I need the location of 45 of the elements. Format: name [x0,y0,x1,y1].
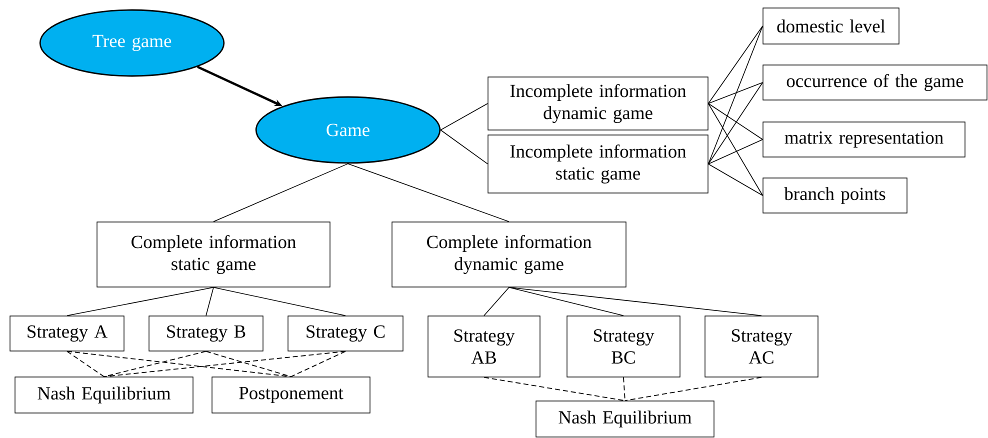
process-box: Complete information dynamic game [392,222,626,288]
connector-line [290,350,346,378]
connector-line [213,163,348,222]
connector-line [348,163,510,222]
ellipse-node: Game [255,96,441,164]
process-box: Postponement [212,376,370,414]
connector-line [213,286,346,316]
connector-line [508,286,624,316]
connector-line [708,103,764,196]
process-box: Strategy C [288,316,404,352]
process-box: Strategy AC [704,316,818,378]
process-box: Nash Equilibrium [14,376,194,414]
process-box: Complete information static game [96,222,330,288]
ellipse-node: Tree game [39,9,225,77]
process-box: Strategy BC [566,316,680,378]
connector-line [484,376,626,402]
connector-line [708,164,764,196]
connector-line [624,376,762,402]
connector-line [104,350,346,378]
process-box: Strategy A [10,316,124,352]
connector-line [440,103,488,130]
connector-line [66,350,104,378]
connector-line [708,103,764,140]
connector-line [66,350,292,378]
process-box: matrix representation [762,122,966,158]
connector-line [206,350,292,378]
connector-line [708,82,764,104]
process-box: Nash Equilibrium [536,400,714,438]
connector-line [708,82,764,164]
process-box: domestic level [762,8,900,44]
connector-line [508,286,762,316]
process-box: Incomplete information dynamic game [488,76,708,130]
process-box: occurrence of the game [762,64,988,100]
connector-line [206,286,214,316]
connector-line [440,130,488,164]
process-box: Strategy AB [428,316,540,378]
connector-line [708,139,764,164]
connector-line [623,376,626,402]
connector-line [484,286,510,316]
connector-line [66,286,214,316]
process-box: Incomplete information static game [488,134,708,194]
connector-line [708,26,764,164]
connector-line [708,26,764,104]
process-box: Strategy B [148,316,264,352]
process-box: branch points [762,178,908,214]
